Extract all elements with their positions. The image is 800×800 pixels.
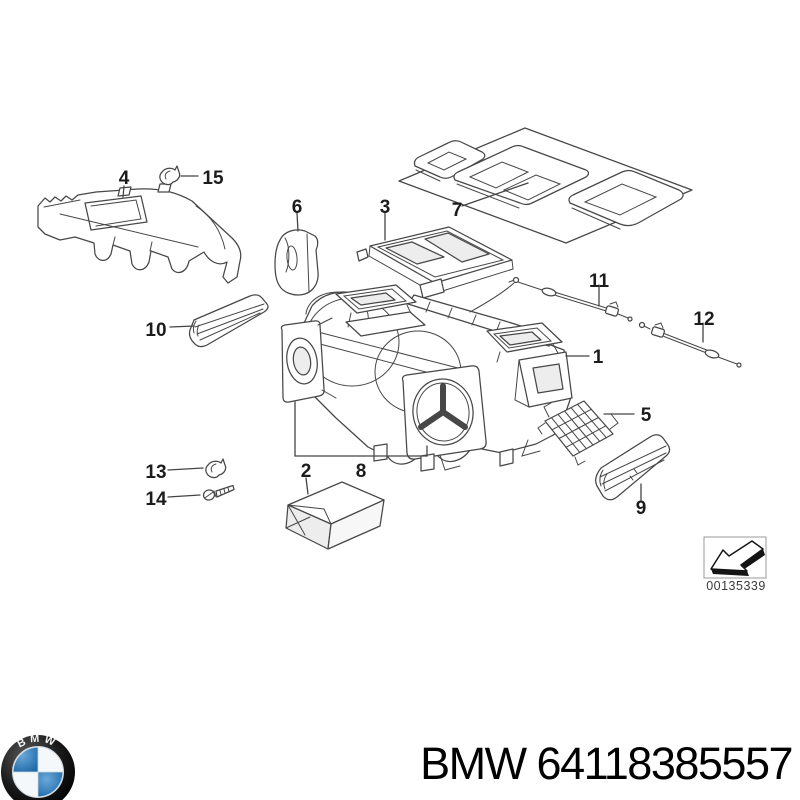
part-10-ribbed-duct: [188, 294, 269, 348]
leader-line-4: [122, 185, 125, 198]
part-4-air-duct: [37, 183, 242, 284]
leader-line-2: [305, 477, 309, 495]
leader-line-7: [461, 182, 529, 207]
bmw-logo: BMW: [1, 733, 75, 800]
part-label-14: 14: [145, 489, 167, 510]
image-ref-code: 00135339: [706, 579, 766, 593]
part-label-12: 12: [693, 309, 714, 330]
leader-line-8: [294, 401, 428, 457]
part-label-13: 13: [145, 462, 166, 483]
part-1-heater-unit: [280, 278, 573, 472]
part-label-6: 6: [292, 197, 303, 218]
part-15-clip: [159, 165, 181, 186]
leader-line-6: [296, 212, 299, 232]
part-label-3: 3: [380, 197, 391, 218]
part-7-gasket-set: [398, 127, 693, 244]
part-number-title: BMW 64118385557: [420, 738, 793, 789]
part-2-box: [285, 481, 385, 550]
part-label-8: 8: [356, 461, 367, 482]
part-label-15: 15: [202, 168, 224, 189]
part-13-clip: [205, 458, 227, 479]
part-label-5: 5: [641, 405, 652, 426]
part-label-4: 4: [119, 168, 130, 189]
replacement-arrow-icon: [710, 540, 765, 576]
image-ref-box: 00135339: [703, 536, 767, 593]
leader-line-13: [167, 467, 204, 471]
part-6-bracket: [274, 229, 319, 296]
part-14-screw: [202, 484, 235, 501]
part-label-1: 1: [593, 347, 604, 368]
part-12-bowden-cable: [638, 321, 742, 368]
part-label-11: 11: [589, 271, 610, 292]
part-label-2: 2: [301, 461, 312, 482]
part-label-7: 7: [452, 200, 463, 221]
part-label-10: 10: [145, 320, 166, 341]
leader-line-14: [167, 494, 201, 498]
part-3-air-channel-frame: [356, 226, 514, 299]
part-9-ribbed-duct: [595, 434, 671, 501]
part-label-9: 9: [636, 498, 647, 519]
part-11-bowden-cable: [512, 276, 633, 322]
leader-line-10: [169, 325, 195, 328]
part-5-grille: [537, 400, 619, 466]
